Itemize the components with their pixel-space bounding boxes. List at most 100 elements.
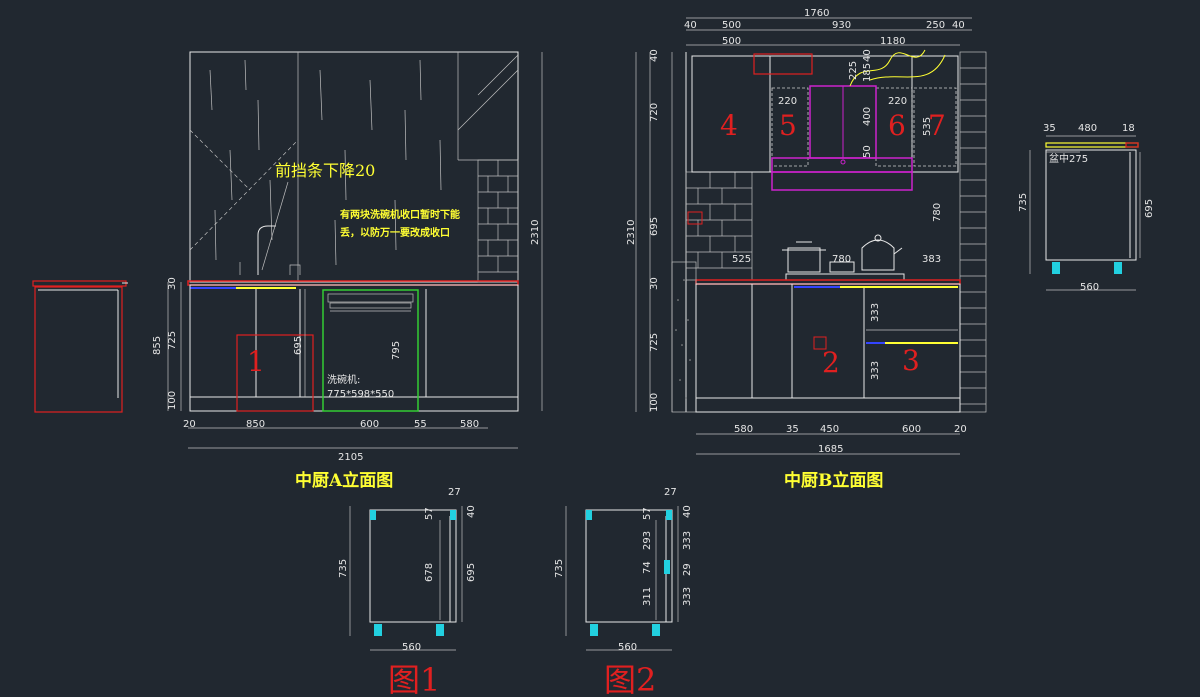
dim-f1-40: 40 (466, 505, 477, 518)
note-dishwasher-2: 丢，以防万一要改成收口 (340, 226, 450, 239)
dim-b-left-725: 725 (649, 333, 660, 352)
dim-b-left-720: 720 (649, 103, 660, 122)
dim-b-top-930: 930 (832, 20, 851, 31)
dim-b-220b: 220 (888, 96, 907, 107)
cabinet-marker-1 (236, 334, 314, 412)
note-sink-center: 盆中275 (1049, 152, 1088, 165)
dim-b-left-40: 40 (649, 49, 660, 62)
dim-f2-735: 735 (554, 559, 565, 578)
dim-f2-333a: 333 (682, 531, 693, 550)
dim-b-row2-500: 500 (722, 36, 741, 47)
dim-r-18: 18 (1122, 123, 1135, 134)
dim-f1-735: 735 (338, 559, 349, 578)
dim-a-30: 30 (167, 277, 178, 290)
dim-r-480: 480 (1078, 123, 1097, 134)
dim-a-total: 2105 (338, 452, 363, 463)
dim-b-top-40b: 40 (952, 20, 965, 31)
dim-f1-560: 560 (402, 642, 421, 653)
dim-b-580: 580 (734, 424, 753, 435)
dim-f2-560: 560 (618, 642, 637, 653)
dim-b-220a: 220 (778, 96, 797, 107)
dim-b-top-total: 1760 (804, 8, 829, 19)
dim-f2-57: 57 (642, 507, 653, 520)
dim-b-333a: 333 (870, 303, 881, 322)
figure-1: 27 40 57 735 678 695 560 图1 (338, 487, 477, 697)
dim-b-top-40a: 40 (684, 20, 697, 31)
dim-b-40: 40 (862, 49, 873, 62)
dim-b-600: 600 (902, 424, 921, 435)
dim-a-795: 795 (391, 341, 402, 360)
label-1: 1 (247, 345, 265, 378)
dim-b-225: 225 (848, 61, 859, 80)
dim-b-525: 525 (732, 254, 751, 265)
dim-r-35: 35 (1043, 123, 1056, 134)
dim-b-50: 50 (862, 145, 873, 158)
dishwasher (322, 289, 419, 412)
title-elevation-a: 中厨A立面图 (295, 470, 393, 491)
elevation-b: 4 5 6 7 2 3 40 500 930 250 40 1760 500 1… (626, 8, 987, 491)
dim-a-695: 695 (293, 336, 304, 355)
dim-a-100: 100 (167, 391, 178, 410)
dim-b-35: 35 (786, 424, 799, 435)
label-7: 7 (928, 109, 946, 142)
label-4: 4 (720, 109, 738, 142)
dim-a-850: 850 (246, 419, 265, 430)
countertop-b (695, 279, 961, 285)
dim-b-left-2310: 2310 (626, 220, 637, 245)
dishwasher-label: 洗碗机: (327, 373, 360, 386)
dim-a-855: 855 (152, 336, 163, 355)
dim-b-total: 1685 (818, 444, 843, 455)
dim-f2-27: 27 (664, 487, 677, 498)
title-elevation-b: 中厨B立面图 (784, 470, 883, 491)
dim-f2-40: 40 (682, 505, 693, 518)
dim-f2-29: 29 (682, 563, 693, 576)
label-3: 3 (902, 344, 920, 377)
section-right: 35 480 18 盆中275 735 695 560 (1018, 123, 1155, 293)
dim-b-20: 20 (954, 424, 967, 435)
dim-b-535: 535 (922, 117, 933, 136)
note-dishwasher-1: 有两块洗碗机收口暂时下能 (340, 208, 460, 221)
dim-a-725: 725 (167, 331, 178, 350)
dim-b-row2-1180: 1180 (880, 36, 905, 47)
dim-b-450: 450 (820, 424, 839, 435)
elevation-a: 1 20 850 600 55 580 2105 30 725 855 100 … (32, 51, 543, 491)
dim-f2-311: 311 (642, 587, 653, 606)
dim-f2-293: 293 (642, 531, 653, 550)
dim-f1-695: 695 (466, 563, 477, 582)
dim-a-600: 600 (360, 419, 379, 430)
dim-a-2310: 2310 (530, 220, 541, 245)
dim-b-top-500: 500 (722, 20, 741, 31)
dim-b-400: 400 (862, 107, 873, 126)
dim-r-695: 695 (1144, 199, 1155, 218)
dishwasher-size: 775*598*550 (327, 389, 394, 400)
dim-b-left-695: 695 (649, 217, 660, 236)
dim-f1-27: 27 (448, 487, 461, 498)
side-view-a (34, 286, 123, 413)
label-5: 5 (779, 109, 797, 142)
dim-a-20: 20 (183, 419, 196, 430)
faucet-icon (257, 225, 276, 275)
dim-b-left-100: 100 (649, 393, 660, 412)
dim-f1-678: 678 (424, 563, 435, 582)
title-fig1: 图1 (388, 661, 440, 697)
label-2: 2 (822, 346, 840, 379)
dim-f2-333b: 333 (682, 587, 693, 606)
dim-b-780a: 780 (932, 203, 943, 222)
dim-b-185: 185 (862, 63, 873, 82)
dim-b-left-30: 30 (649, 277, 660, 290)
countertop-a (187, 280, 519, 286)
dim-b-333b: 333 (870, 361, 881, 380)
dim-r-560: 560 (1080, 282, 1099, 293)
dim-b-top-250: 250 (926, 20, 945, 31)
figure-2: 27 40 57 735 293 74 311 333 29 333 560 图… (554, 487, 693, 697)
dim-b-780b: 780 (832, 254, 851, 265)
title-fig2: 图2 (604, 661, 656, 697)
base-cabinets-b (695, 283, 961, 399)
dim-f2-74: 74 (642, 561, 653, 574)
glass-streaks (209, 59, 442, 266)
dim-b-383: 383 (922, 254, 941, 265)
dim-r-735: 735 (1018, 193, 1029, 212)
note-front-strip: 前挡条下降20 (275, 161, 375, 180)
label-6: 6 (888, 109, 906, 142)
